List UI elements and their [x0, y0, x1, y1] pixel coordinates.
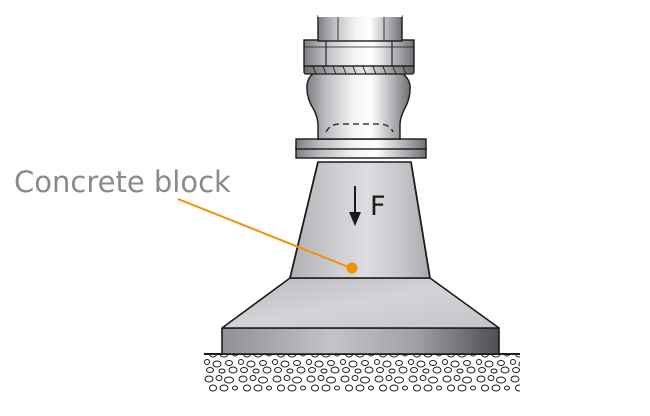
concrete-block	[221, 161, 500, 355]
tapered-column	[289, 161, 431, 279]
force-arrow-head	[349, 212, 361, 226]
base-skirt	[221, 277, 500, 329]
force-label: F	[370, 191, 386, 222]
callout-label: Concrete block	[14, 165, 231, 199]
hex-nut	[303, 39, 415, 67]
fitting-body	[306, 71, 411, 140]
steel-fitting	[295, 15, 427, 159]
base-slab-side	[221, 327, 500, 355]
force-arrow: F	[349, 186, 386, 226]
callout-leader-line	[177, 198, 352, 269]
upper-pipe	[317, 15, 403, 42]
callout: Concrete block	[14, 165, 358, 274]
lower-flange-plate	[295, 138, 427, 150]
gravel-bed	[204, 353, 520, 393]
callout-dot	[346, 262, 358, 274]
fitting-seam	[325, 123, 394, 133]
